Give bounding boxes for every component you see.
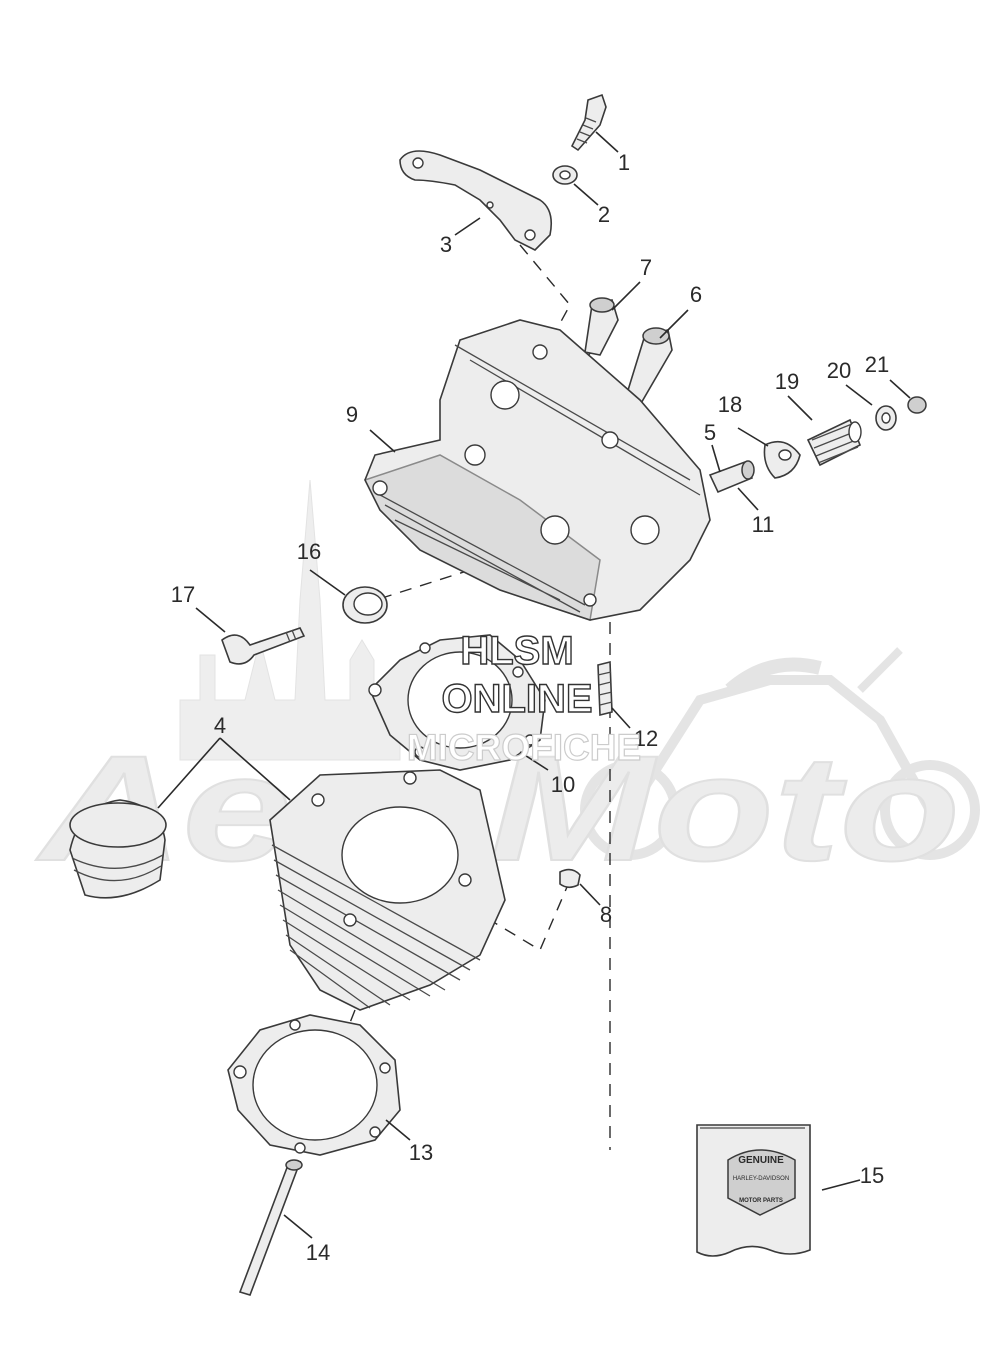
callout-12: 12 — [634, 726, 658, 751]
callout-16: 16 — [297, 539, 321, 564]
packet-logo-middle: HARLEY-DAVIDSON — [733, 1176, 789, 1182]
motorcycle-watermark — [580, 647, 980, 860]
collar-part-20 — [875, 405, 897, 431]
spring-part-19 — [806, 418, 862, 467]
bolt-part-1 — [570, 93, 607, 152]
callout-5: 5 — [704, 420, 716, 445]
callout-labels: 1 2 3 4 5 6 7 8 9 10 11 12 13 14 15 16 1… — [171, 150, 889, 1265]
callout-9: 9 — [346, 402, 358, 427]
callout-15: 15 — [860, 1163, 884, 1188]
callout-4: 4 — [214, 713, 226, 738]
callout-7: 7 — [640, 255, 652, 280]
packet-logo-bottom: MOTOR PARTS — [739, 1198, 783, 1204]
seat-ring-part-16 — [342, 586, 388, 624]
callout-6: 6 — [690, 282, 702, 307]
stud-part-7 — [584, 297, 619, 356]
callout-20: 20 — [827, 358, 851, 383]
valve-part-17 — [221, 627, 306, 665]
keeper-part-21 — [907, 396, 927, 414]
callout-1: 1 — [618, 150, 630, 175]
cylinder-block — [269, 769, 506, 1011]
callout-3: 3 — [440, 232, 452, 257]
cylinder-head-part-9 — [363, 319, 711, 621]
piston-part-4 — [69, 799, 167, 899]
hlsm-watermark: HLSM ONLINE MICROFICHE — [406, 628, 642, 768]
callout-10: 10 — [551, 772, 575, 797]
watermark-line-1: HLSM — [460, 629, 573, 673]
bracket-part-3 — [399, 150, 553, 251]
packet-logo-top: GENUINE — [738, 1155, 784, 1166]
leader-lines — [157, 131, 911, 1239]
dowel-pin-part-8 — [559, 868, 581, 889]
callout-17: 17 — [171, 582, 195, 607]
gasket-part-13 — [227, 1014, 401, 1156]
parts-packet-part-15: GENUINE HARLEY-DAVIDSON MOTOR PARTS — [696, 1124, 811, 1257]
seal-part-18 — [763, 440, 801, 479]
watermark-line-2: ONLINE — [441, 677, 592, 721]
washer-part-2 — [552, 165, 578, 185]
callout-13: 13 — [409, 1140, 433, 1165]
callout-19: 19 — [775, 369, 799, 394]
callout-2: 2 — [598, 202, 610, 227]
callout-18: 18 — [718, 392, 742, 417]
callout-11: 11 — [752, 512, 775, 537]
dowel-part-12 — [597, 660, 613, 717]
valve-guide-part-5 — [708, 460, 755, 494]
stud-part-14 — [238, 1159, 303, 1296]
gasket-part-10 — [368, 634, 546, 771]
callout-21: 21 — [865, 352, 889, 377]
callout-14: 14 — [306, 1240, 330, 1265]
callout-8: 8 — [600, 902, 612, 927]
watermark-line-3: MICROFICHE — [407, 727, 641, 768]
